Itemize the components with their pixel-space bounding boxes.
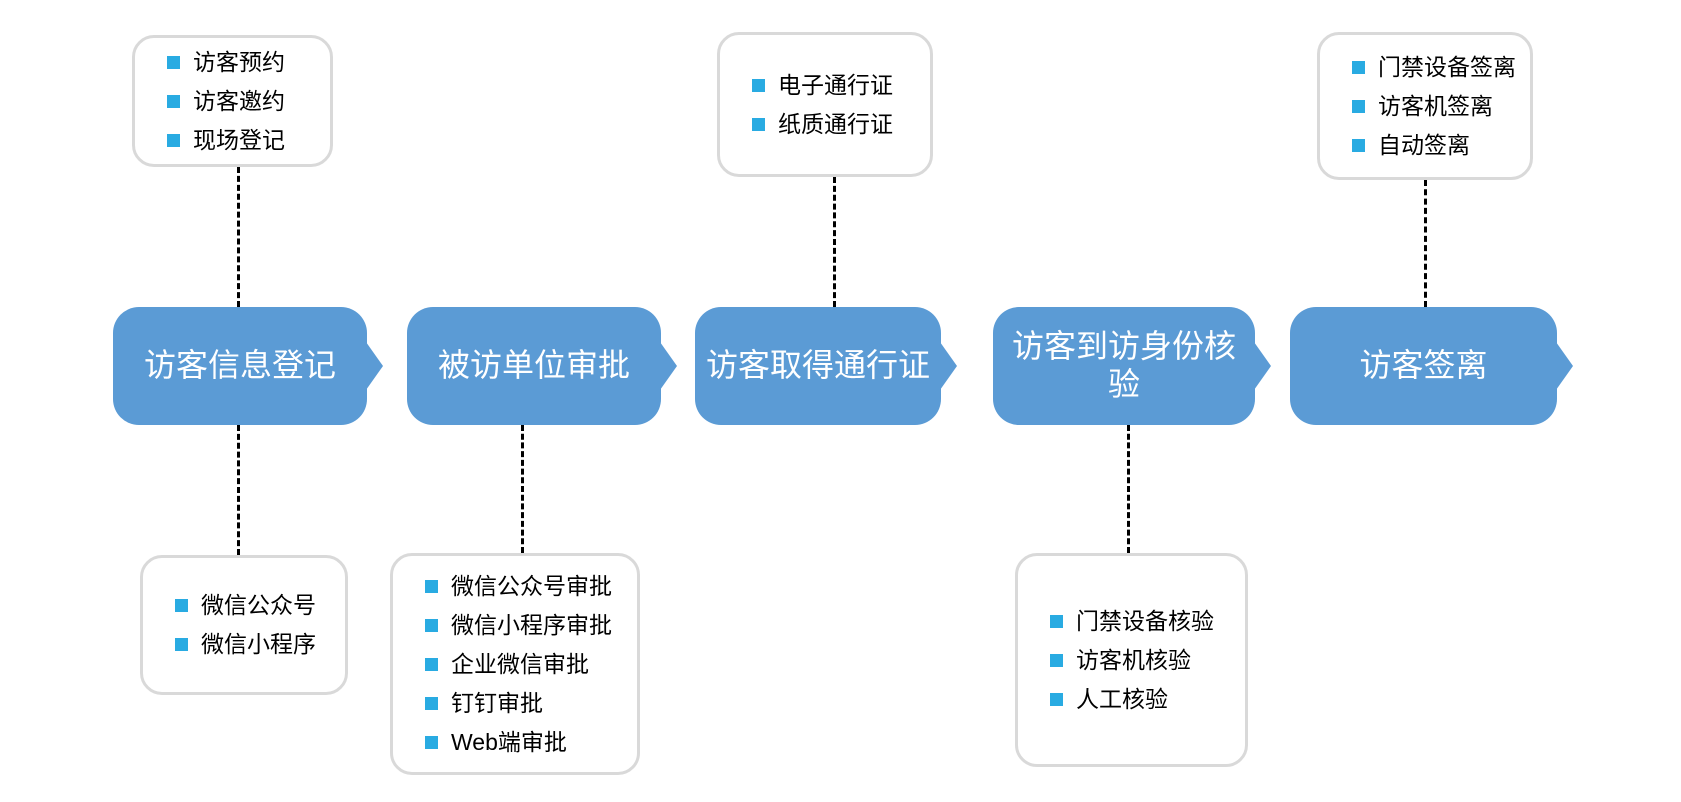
callout-item: 访客机核验 <box>1050 647 1235 674</box>
bullet-square-icon <box>1352 138 1365 152</box>
dashed-connector <box>1127 425 1130 553</box>
bullet-square-icon <box>175 638 188 651</box>
flow-step-identity-verification: 访客到访身份核验 <box>993 307 1271 425</box>
callout-item: 现场登记 <box>167 127 320 154</box>
bullet-square-icon <box>425 579 438 593</box>
flow-step-label: 被访单位审批 <box>437 347 630 384</box>
callout-item-label: 电子通行证 <box>778 71 893 98</box>
callout-item: 访客机签离 <box>1352 93 1520 120</box>
callout-item: 电子通行证 <box>752 72 920 99</box>
callout-item-label: 门禁设备签离 <box>1378 53 1516 80</box>
callout-item: 企业微信审批 <box>425 651 627 678</box>
callout-item-label: Web端审批 <box>451 728 567 755</box>
flow-step-obtain-pass: 访客取得通行证 <box>695 307 957 425</box>
callout-item: 门禁设备核验 <box>1050 608 1235 635</box>
callout-item: 自动签离 <box>1352 132 1520 159</box>
bullet-square-icon <box>425 735 438 749</box>
callout-item-label: 纸质通行证 <box>778 110 893 137</box>
flow-step-label: 访客签离 <box>1359 347 1488 384</box>
callout-verification-methods: 门禁设备核验 访客机核验 人工核验 <box>1015 553 1248 767</box>
bullet-square-icon <box>167 55 180 69</box>
callout-item: 门禁设备签离 <box>1352 54 1520 81</box>
flow-step-label: 访客信息登记 <box>143 347 336 384</box>
dashed-connector <box>521 425 524 553</box>
callout-item-label: 访客预约 <box>193 48 285 75</box>
flow-step-visitor-registration: 访客信息登记 <box>113 307 383 425</box>
callout-registration-methods: 访客预约 访客邀约 现场登记 <box>132 35 333 167</box>
flow-step-signout: 访客签离 <box>1290 307 1573 425</box>
callout-item-label: 自动签离 <box>1378 131 1470 158</box>
bullet-square-icon <box>1352 99 1365 113</box>
callout-item-label: 访客机核验 <box>1076 646 1191 673</box>
bullet-square-icon <box>425 696 438 710</box>
bullet-square-icon <box>425 657 438 671</box>
callout-item: 微信小程序审批 <box>425 612 627 639</box>
bullet-square-icon <box>425 618 438 632</box>
callout-item-label: 访客机签离 <box>1378 92 1493 119</box>
dashed-connector <box>237 167 240 307</box>
arrow-right-icon <box>366 342 383 390</box>
arrow-right-icon <box>1254 342 1271 390</box>
flow-step-unit-approval: 被访单位审批 <box>407 307 677 425</box>
callout-item-label: 现场登记 <box>193 126 285 153</box>
dashed-connector <box>1424 180 1427 307</box>
callout-item: 钉钉审批 <box>425 690 627 717</box>
callout-item: 访客邀约 <box>167 88 320 115</box>
callout-item: 微信公众号审批 <box>425 573 627 600</box>
bullet-square-icon <box>1050 614 1063 628</box>
bullet-square-icon <box>1050 692 1063 706</box>
callout-registration-apps: 微信公众号 微信小程序 <box>140 555 348 695</box>
bullet-square-icon <box>1050 653 1063 667</box>
bullet-square-icon <box>167 133 180 147</box>
callout-item: Web端审批 <box>425 729 627 756</box>
dashed-connector <box>833 177 836 307</box>
callout-item: 微信公众号 <box>175 592 335 619</box>
bullet-square-icon <box>752 117 765 131</box>
bullet-square-icon <box>175 599 188 612</box>
arrow-right-icon <box>660 342 677 390</box>
callout-item-label: 人工核验 <box>1076 685 1168 712</box>
callout-item-label: 企业微信审批 <box>451 650 589 677</box>
callout-item-label: 门禁设备核验 <box>1076 607 1214 634</box>
callout-item-label: 微信小程序 <box>201 631 316 657</box>
callout-item-label: 微信公众号审批 <box>451 572 612 599</box>
callout-signout-methods: 门禁设备签离 访客机签离 自动签离 <box>1317 32 1533 180</box>
arrow-right-icon <box>940 342 957 390</box>
callout-item: 访客预约 <box>167 49 320 76</box>
callout-item-label: 钉钉审批 <box>451 689 543 716</box>
bullet-square-icon <box>752 78 765 92</box>
callout-item: 微信小程序 <box>175 631 335 658</box>
callout-pass-types: 电子通行证 纸质通行证 <box>717 32 933 177</box>
arrow-right-icon <box>1556 342 1573 390</box>
callout-approval-channels: 微信公众号审批 微信小程序审批 企业微信审批 钉钉审批 Web端审批 <box>390 553 640 775</box>
callout-item-label: 微信小程序审批 <box>451 611 612 638</box>
flow-step-label: 访客取得通行证 <box>705 347 930 384</box>
callout-item-label: 访客邀约 <box>193 87 285 114</box>
flow-step-label: 访客到访身份核验 <box>1011 328 1236 402</box>
callout-item: 人工核验 <box>1050 686 1235 713</box>
bullet-square-icon <box>167 94 180 108</box>
dashed-connector <box>237 425 240 555</box>
callout-item: 纸质通行证 <box>752 111 920 138</box>
bullet-square-icon <box>1352 60 1365 74</box>
callout-item-label: 微信公众号 <box>201 592 316 618</box>
